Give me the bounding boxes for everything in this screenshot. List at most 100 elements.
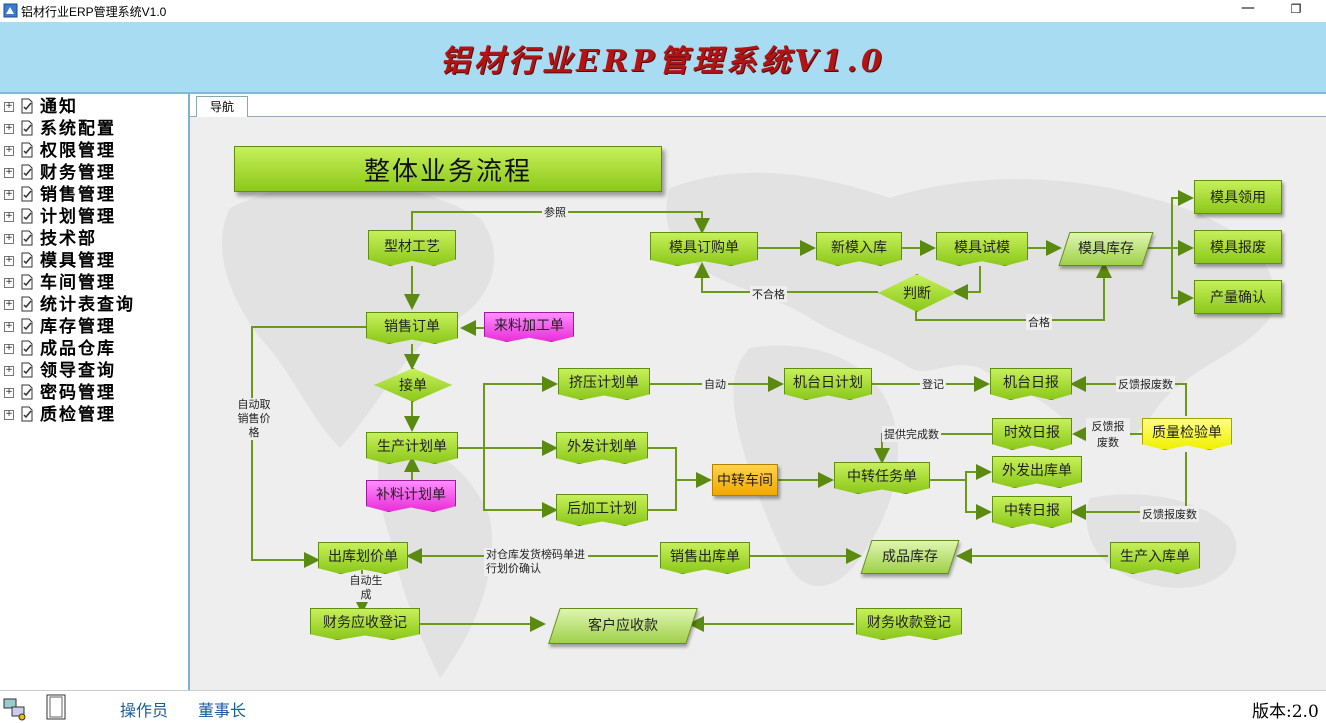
tree-item-label: 计划管理 <box>40 207 116 227</box>
expand-icon[interactable]: + <box>4 123 14 134</box>
node-mold-trial[interactable]: 模具试模 <box>936 232 1028 266</box>
minimize-button[interactable]: — <box>1241 0 1255 16</box>
node-output-confirm[interactable]: 产量确认 <box>1194 280 1282 314</box>
tree-item-permissions[interactable]: +权限管理 <box>0 140 186 162</box>
node-transfer-task[interactable]: 中转任务单 <box>834 462 930 494</box>
main-panel: 导航 <box>190 94 1326 690</box>
expand-icon[interactable]: + <box>4 321 14 332</box>
node-profile-process[interactable]: 型材工艺 <box>368 230 456 266</box>
node-customer-ar-label: 客户应收款 <box>588 618 658 634</box>
window-title: 铝材行业ERP管理系统V1.0 <box>21 5 167 19</box>
node-finished-stock-label: 成品库存 <box>882 549 938 565</box>
label-auto: 自动 <box>702 376 728 392</box>
label-feedback-scrap-3: 反馈报废数 <box>1140 506 1199 522</box>
node-post-process-plan[interactable]: 后加工计划 <box>556 494 648 526</box>
node-mold-stock-label: 模具库存 <box>1078 241 1134 257</box>
node-out-pricing[interactable]: 出库划价单 <box>318 542 408 574</box>
expand-icon[interactable]: + <box>4 343 14 354</box>
label-feedback-scrap-1: 反馈报废数 <box>1116 376 1175 392</box>
node-mold-use[interactable]: 模具领用 <box>1194 180 1282 214</box>
node-quality-check[interactable]: 质量检验单 <box>1142 418 1232 450</box>
status-operator: 操作员 <box>120 701 169 720</box>
expand-icon[interactable]: + <box>4 167 14 178</box>
document-icon <box>21 406 33 422</box>
expand-icon[interactable]: + <box>4 299 14 310</box>
tree-item-inventory[interactable]: + 库存管理 <box>0 316 186 338</box>
label-ref: 参照 <box>542 204 568 220</box>
node-outsource-out[interactable]: 外发出库单 <box>992 456 1082 488</box>
document-icon <box>21 384 33 400</box>
status-version: 版本:2.0 <box>1252 702 1319 722</box>
flow-title: 整体业务流程 <box>234 146 662 192</box>
node-machine-report[interactable]: 机台日报 <box>990 368 1072 400</box>
node-sales-out[interactable]: 销售出库单 <box>660 542 750 574</box>
node-finished-stock[interactable]: 成品库存 <box>860 540 960 574</box>
node-incoming-processing[interactable]: 来料加工单 <box>484 312 574 342</box>
app-icon <box>3 3 18 18</box>
expand-icon[interactable]: + <box>4 277 14 288</box>
tree-item-statistics[interactable]: +统计表查询 <box>0 294 186 316</box>
tab-strip: 导航 <box>190 94 1326 117</box>
tree-item-tech[interactable]: +技术部 <box>0 228 186 250</box>
tree-item-planning[interactable]: + 计划管理 <box>0 206 186 228</box>
tree-item-label: 成品仓库 <box>40 339 116 359</box>
tree-item-label: 领导查询 <box>40 361 116 381</box>
tree-item-leader-query[interactable]: + 领导查询 <box>0 360 186 382</box>
tree-item-label: 通知 <box>40 97 78 117</box>
expand-icon[interactable]: + <box>4 387 14 398</box>
node-production-plan[interactable]: 生产计划单 <box>366 432 458 464</box>
document-icon <box>21 120 33 136</box>
document-icon <box>21 230 33 246</box>
tab-navigation[interactable]: 导航 <box>196 96 248 117</box>
node-outsource-plan[interactable]: 外发计划单 <box>556 432 648 464</box>
tree-item-molds[interactable]: +模具管理 <box>0 250 186 272</box>
tree-item-label: 财务管理 <box>40 163 116 183</box>
expand-icon[interactable]: + <box>4 255 14 266</box>
node-customer-ar[interactable]: 客户应收款 <box>548 608 698 644</box>
expand-icon[interactable]: + <box>4 101 14 112</box>
flow-canvas: 整体业务流程 型材工艺 销售订单 来料加工单 接单 生产计划单 补料计划单 挤压… <box>190 118 1326 690</box>
label-provide-done: 提供完成数 <box>882 426 941 442</box>
tree-item-label: 质检管理 <box>40 405 116 425</box>
node-mold-purchase[interactable]: 模具订购单 <box>650 232 758 266</box>
tree-item-label: 库存管理 <box>40 317 116 337</box>
node-receipt-reg[interactable]: 财务收款登记 <box>856 608 962 640</box>
expand-icon[interactable]: + <box>4 189 14 200</box>
node-receivable-reg[interactable]: 财务应收登记 <box>310 608 420 640</box>
expand-icon[interactable]: + <box>4 409 14 420</box>
tree-item-workshop[interactable]: + 车间管理 <box>0 272 186 294</box>
tree-item-label: 车间管理 <box>40 273 116 293</box>
page-icon <box>46 694 66 720</box>
flow-connectors <box>221 172 1274 678</box>
label-auto-gen: 自动生成 <box>346 574 386 602</box>
document-icon <box>21 164 33 180</box>
expand-icon[interactable]: + <box>4 365 14 376</box>
document-icon <box>21 318 33 334</box>
tree-item-finished-goods[interactable]: + 成品仓库 <box>0 338 186 360</box>
expand-icon[interactable]: + <box>4 145 14 156</box>
expand-icon[interactable]: + <box>4 211 14 222</box>
tree-item-notice[interactable]: + 通知 <box>0 96 186 118</box>
label-auto-cancel: 自动取销售价格 <box>234 398 274 440</box>
tree-item-password[interactable]: +密码管理 <box>0 382 186 404</box>
node-machine-plan[interactable]: 机台日计划 <box>784 368 872 400</box>
expand-icon[interactable]: + <box>4 233 14 244</box>
tree-item-quality[interactable]: + 质检管理 <box>0 404 186 426</box>
status-bar: 操作员 董事长 版本:2.0 <box>0 690 1326 723</box>
node-mold-scrap[interactable]: 模具报废 <box>1194 230 1282 264</box>
node-extrusion-plan[interactable]: 挤压计划单 <box>558 368 650 400</box>
tree-item-label: 系统配置 <box>40 119 116 139</box>
node-transfer-report[interactable]: 中转日报 <box>992 496 1072 528</box>
node-mold-stock[interactable]: 模具库存 <box>1058 232 1154 266</box>
node-aging-report[interactable]: 时效日报 <box>992 418 1072 450</box>
node-production-in[interactable]: 生产入库单 <box>1110 542 1200 574</box>
node-sales-order[interactable]: 销售订单 <box>366 312 458 344</box>
node-transfer-workshop[interactable]: 中转车间 <box>712 464 778 496</box>
tree-item-sales[interactable]: +销售管理 <box>0 184 186 206</box>
tree-item-finance[interactable]: + 财务管理 <box>0 162 186 184</box>
maximize-button[interactable]: ❐ <box>1290 2 1302 16</box>
node-new-mold-in[interactable]: 新模入库 <box>816 232 902 266</box>
node-replenish-plan[interactable]: 补料计划单 <box>366 480 456 512</box>
tree-item-system-config[interactable]: + 系统配置 <box>0 118 186 140</box>
label-warehouse-pricing: 对仓库发货榜码单进行划价确认 <box>484 548 588 576</box>
